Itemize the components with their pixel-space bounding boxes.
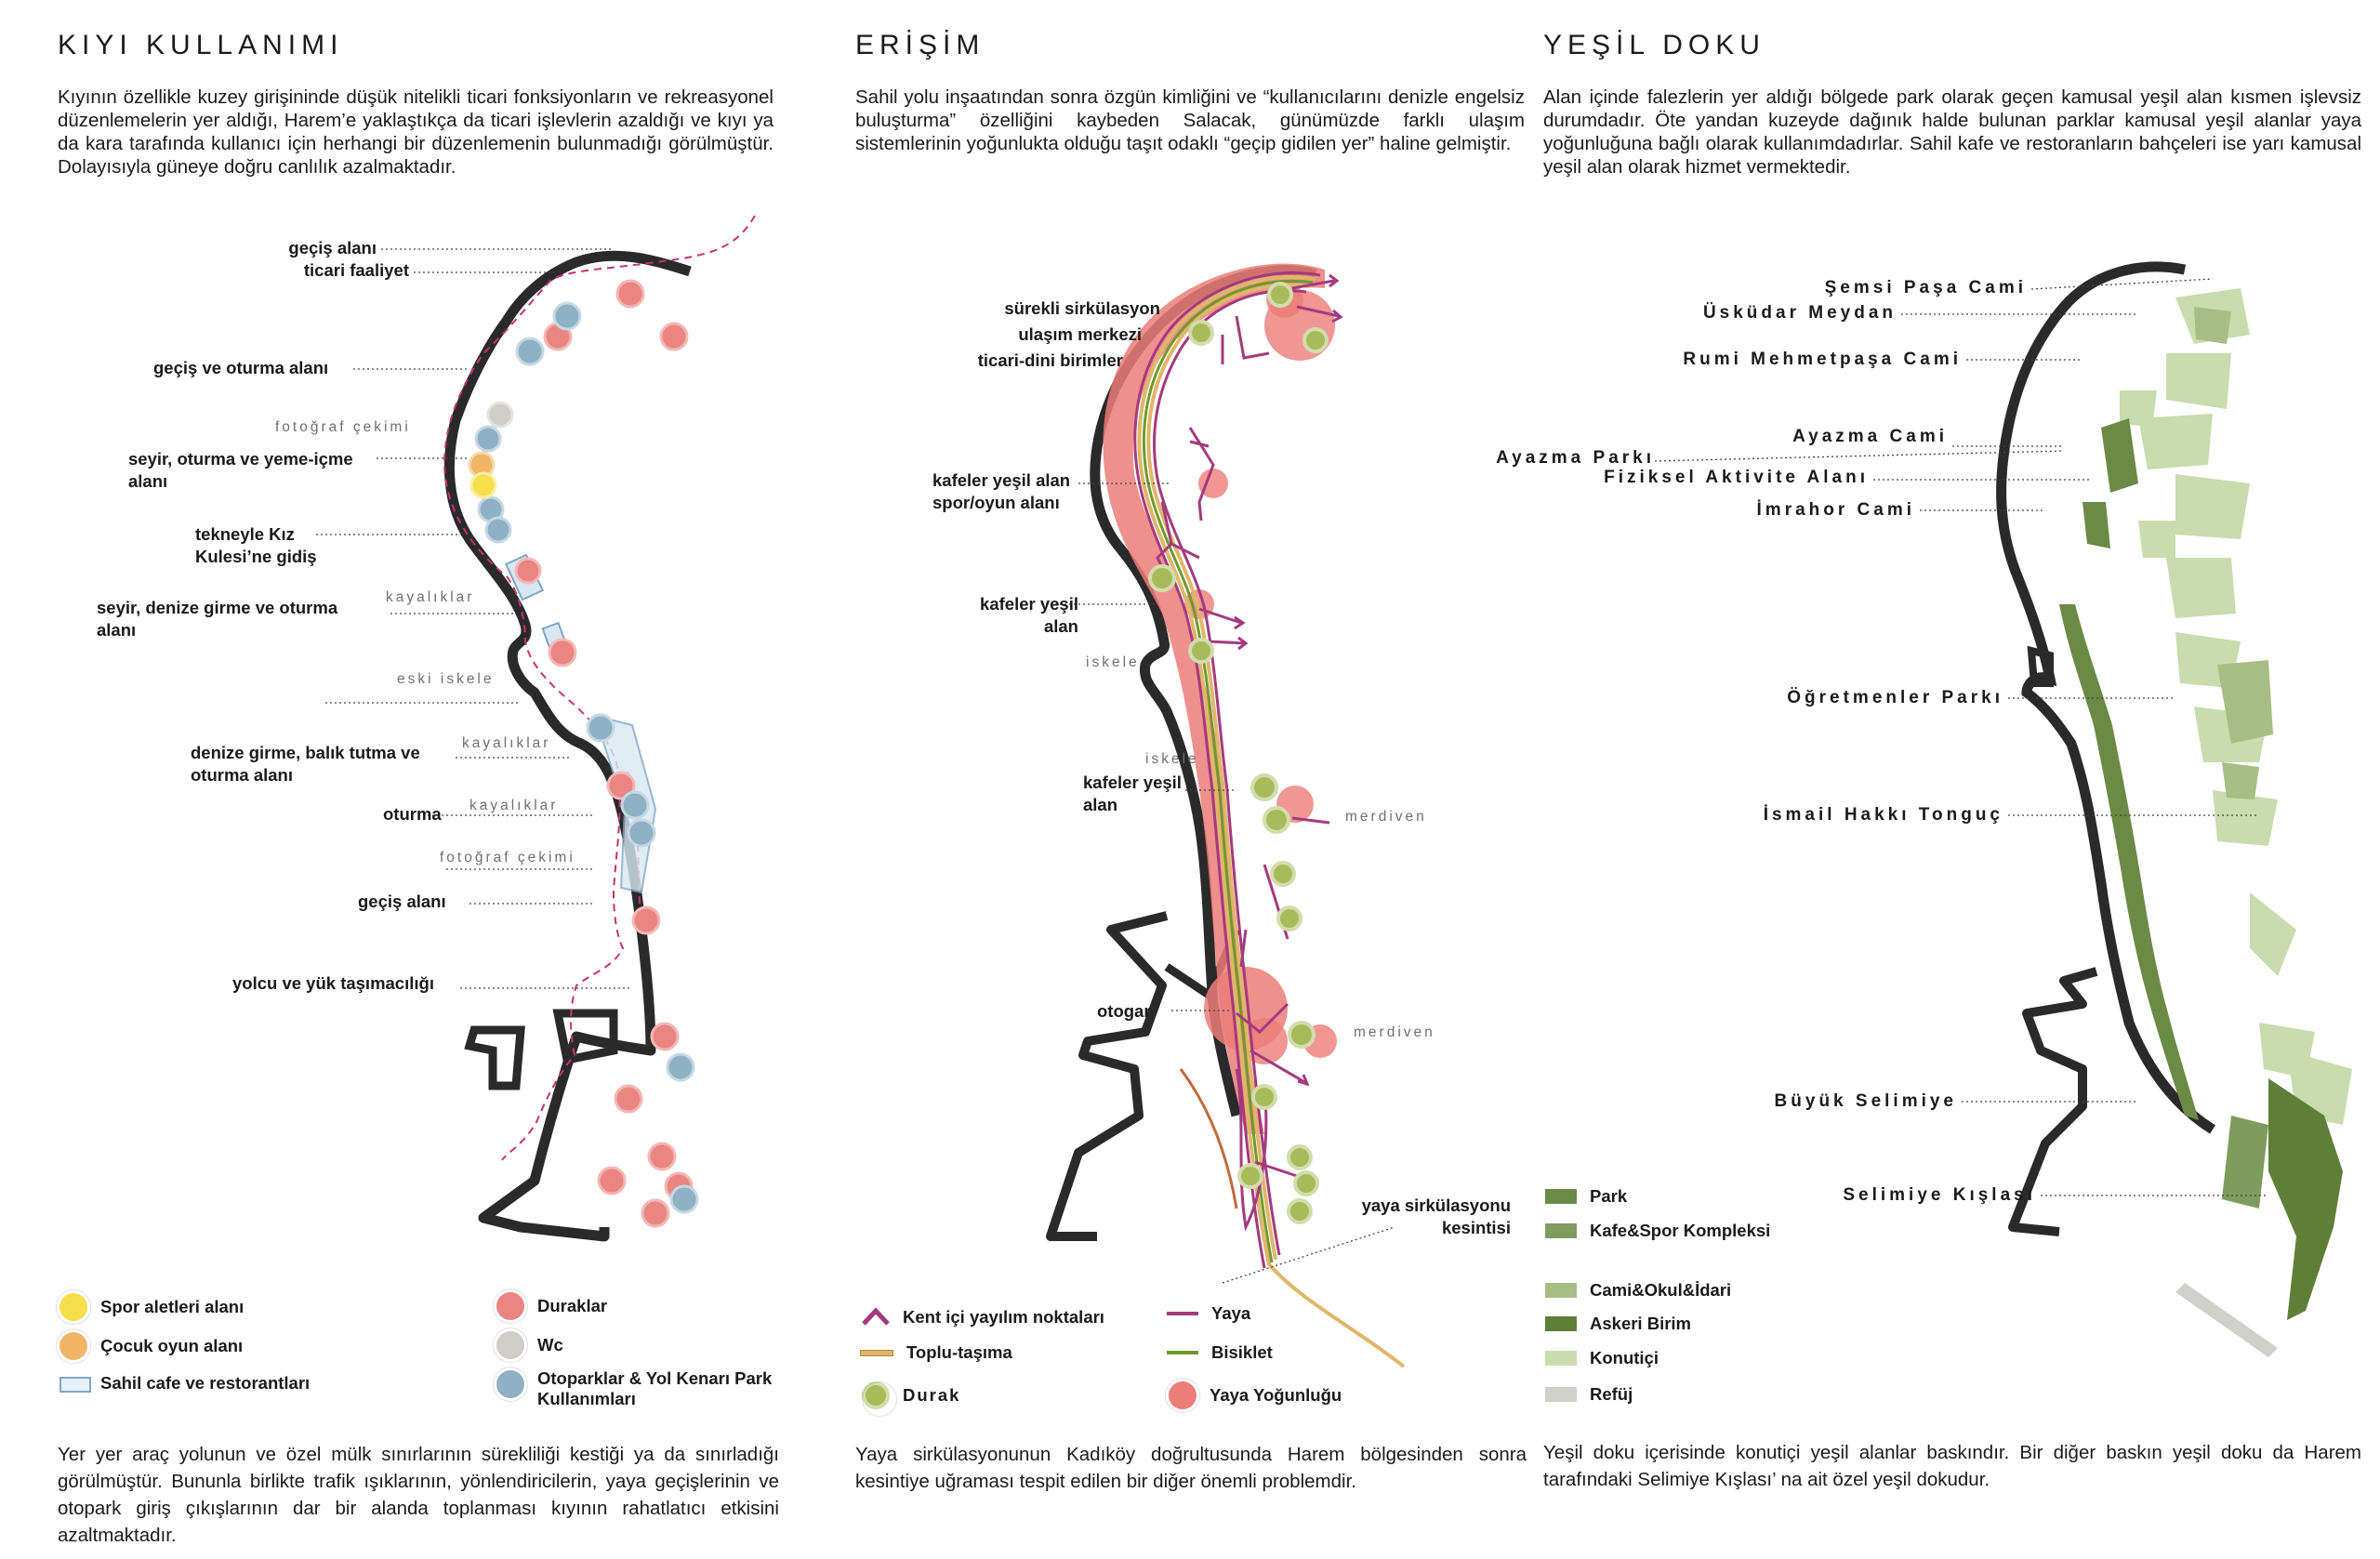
legend-spor: Spor aletleri alanı: [56, 1289, 244, 1325]
toplu-tasima-line: [1137, 275, 1406, 1368]
label-eski-iskele: eski iskele: [397, 671, 495, 687]
legend-duraklar: Duraklar: [493, 1288, 607, 1324]
intro-text: Alan içinde falezlerin yer aldığı bölged…: [1543, 86, 2361, 178]
panel-title: YEŞİL DOKU: [1543, 30, 1765, 60]
legend-yaya: Yaya: [1167, 1303, 1250, 1324]
label-ogretmenler: Öğretmenler Parkı: [1787, 688, 2003, 707]
yaya-line: [1133, 271, 1321, 1269]
legend-toplu-tasima: Toplu-taşıma: [860, 1342, 1012, 1363]
label-uskudar-meydan: Üsküdar Meydan: [1702, 303, 1897, 323]
outro-text: Yeşil doku içerisinde konutiçi yeşil ala…: [1543, 1442, 2361, 1490]
otopark-markers: [474, 301, 699, 1214]
label-kayaliklar: kayalıklar: [386, 589, 475, 605]
label-semsi-pasa: Şemsi Paşa Cami: [1824, 278, 2027, 297]
label-merdiven: merdiven: [1345, 809, 1427, 825]
label-seyir-deniz: seyir, denize girme ve oturma alanı: [97, 598, 338, 640]
bus-loop: [1235, 1068, 1268, 1232]
label-ticari-dini: ticari-dini birimler: [977, 350, 1123, 370]
label-fotograf-cekimi: fotoğraf çekimi: [275, 419, 411, 435]
pier-shape: [1046, 911, 1169, 1241]
askeri-birim-2: [2222, 1116, 2268, 1209]
label-fiziksel-aktivite: Fiziksel Aktivite Alanı: [1604, 468, 1869, 487]
panel-erisim: ERİŞİM Sahil yolu inşaatından sonra özgü…: [800, 0, 1543, 1559]
pier-shape: [2008, 967, 2098, 1236]
park-patches: [2082, 418, 2138, 548]
label-yolcu-yuk: yolcu ve yük taşımacılığı: [232, 973, 434, 993]
label-surekli: sürekli sirkülasyon: [1004, 298, 1160, 318]
label-ismail-hakki: İsmail Hakkı Tonguç: [1763, 805, 2003, 825]
panel-title: KIYI KULLANIMI: [58, 30, 344, 60]
legend-wc: Wc: [493, 1328, 563, 1363]
outro-text: Yaya sirkülasyonunun Kadıköy doğrultusun…: [855, 1444, 1527, 1492]
label-tekneyle: tekneyle Kız Kulesi’ne gidiş: [195, 524, 317, 566]
pier-shape: [464, 1025, 525, 1090]
label-iskele: iskele: [1086, 654, 1140, 670]
legend-askeri: Askeri Birim: [1545, 1314, 1691, 1334]
park-strip: [2059, 604, 2199, 1120]
label-ayazma-cami: Ayazma Cami: [1792, 427, 1948, 446]
label-fotograf-cekimi-2: fotoğraf çekimi: [440, 850, 575, 865]
label-buyuk-selimiye: Büyük Selimiye: [1774, 1091, 1957, 1111]
label-kayaliklar-2: kayalıklar: [462, 735, 551, 751]
legend-refuj: Refüj: [1545, 1384, 1633, 1405]
pier-shape-2: [2027, 645, 2054, 687]
cami-patches: [2194, 307, 2273, 799]
label-leaders: [1654, 278, 2268, 1196]
askeri-birim: [2268, 1078, 2343, 1320]
legend-kafe-spor: Kafe&Spor Kompleksi: [1545, 1221, 1770, 1241]
durak-markers: [514, 279, 694, 1228]
label-ayazma-parki: Ayazma Parkı: [1496, 448, 1655, 468]
label-gecis-alani: geçiş alanı: [288, 238, 377, 258]
access-map: [1041, 263, 1406, 1368]
label-oturma: oturma: [383, 804, 442, 824]
label-gecis-alani-2: geçiş alanı: [358, 892, 446, 911]
legend-durak: Durak: [860, 1380, 960, 1417]
spor-markers: [469, 471, 497, 499]
panel-title: ERİŞİM: [855, 30, 985, 60]
wc-markers: [486, 401, 514, 429]
pedestrian-route: [443, 215, 756, 1161]
legend-yaya-yogunlugu: Yaya Yoğunluğu: [1165, 1378, 1342, 1413]
legend-cocuk: Çocuk oyun alanı: [56, 1328, 243, 1364]
legend-cafe: Sahil cafe ve restorantları: [58, 1367, 310, 1399]
label-otogar: otogar: [1097, 1001, 1151, 1021]
label-kafeler-2: kafeler yeşil alan: [980, 594, 1078, 636]
label-kesinti: yaya sirkülasyonu kesintisi: [1361, 1196, 1511, 1237]
label-rumi-mehmetpasa: Rumi Mehmetpaşa Cami: [1683, 350, 1962, 369]
label-ulasim: ulaşım merkezi: [1018, 324, 1142, 344]
label-leaders: [1041, 482, 1395, 1284]
green-texture-map: [1654, 261, 2352, 1357]
legend-bisiklet: Bisiklet: [1167, 1342, 1273, 1363]
label-merdiven-2: merdiven: [1354, 1024, 1435, 1040]
label-kafeler-1: kafeler yeşil alan spor/oyun alanı: [932, 470, 1071, 512]
label-kayaliklar-3: kayalıklar: [469, 798, 559, 813]
coastline-map: [316, 215, 756, 1242]
label-imrahor: İmrahor Cami: [1756, 500, 1915, 520]
label-kafeler-3: kafeler yeşil alan: [1083, 773, 1182, 814]
label-gecis-oturma: geçiş ve oturma alanı: [153, 358, 329, 377]
coastline-path: [443, 250, 692, 1242]
intro-text: Kıyının özellikle kuzey girişininde düşü…: [58, 86, 774, 178]
panel-kiyi-kullanimi: KIYI KULLANIMI Kıyının özellikle kuzey g…: [0, 0, 800, 1559]
outro-text: Yer yer araç yolunun ve özel mülk sınırl…: [58, 1444, 779, 1546]
refuj: [2175, 1283, 2278, 1357]
otogar-route: [1179, 1068, 1238, 1209]
legend-yayilim: Kent içi yayılım noktaları: [860, 1303, 1104, 1331]
legend-konutici: Konutiçi: [1545, 1348, 1659, 1368]
label-selimiye-kislasi: Selimiye Kışlası: [1843, 1185, 2036, 1205]
panel-yesil-doku: YEŞİL DOKU Alan içinde falezlerin yer al…: [1496, 0, 2380, 1559]
label-ticari-faaliyet: ticari faaliyet: [303, 260, 409, 280]
label-seyir-yeme: seyir, oturma ve yeme-içme alanı: [128, 449, 353, 491]
legend-park: Park: [1545, 1186, 1627, 1207]
label-leaders: [316, 248, 632, 989]
durak-markers: [1148, 282, 1329, 1224]
pier-shape-2: [552, 1009, 618, 1065]
label-iskele-2: iskele: [1145, 751, 1199, 767]
label-denize-girme: denize girme, balık tutma ve oturma alan…: [191, 743, 420, 785]
legend-otopark: Otoparklar & Yol Kenarı Park Kullanımlar…: [493, 1367, 774, 1409]
intro-text: Sahil yolu inşaatından sonra özgün kimli…: [855, 86, 1525, 154]
legend-cami-okul: Cami&Okul&İdari: [1545, 1280, 1731, 1301]
